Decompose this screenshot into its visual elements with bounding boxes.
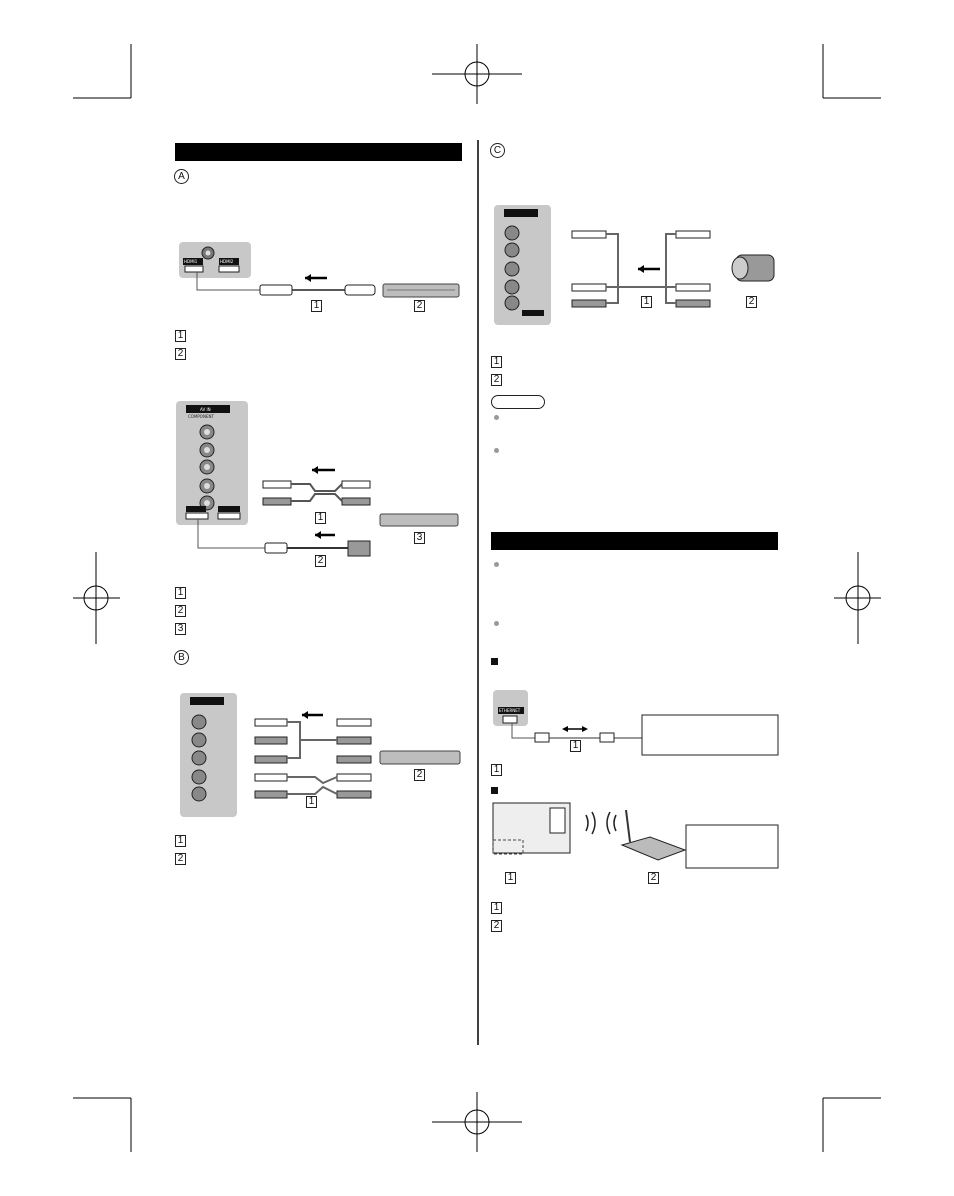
callout-wired-1: 1 [570, 740, 581, 752]
callout-a-1: 1 [311, 300, 322, 312]
wireless-section-marker [491, 787, 498, 794]
callout-wireless-1: 1 [505, 872, 516, 884]
legend-b-1: 1 [175, 835, 186, 847]
diagram-camcorder-connection [494, 205, 775, 325]
callout-a2-3: 3 [414, 532, 425, 544]
callout-a2-2: 2 [315, 555, 326, 567]
legend-wireless-2: 2 [491, 920, 502, 932]
section-header-bar-right [491, 532, 778, 550]
diagram-wired-network: ETHERNET [493, 690, 779, 756]
av-in-label: AV IN [200, 407, 211, 412]
section-marker-a: A [174, 169, 189, 184]
callout-b-1: 1 [306, 796, 317, 808]
diagram-hdmi-connection: HDMI1 HDMI2 [179, 242, 460, 298]
network-bullet-2 [494, 621, 499, 626]
legend-c-1: 1 [491, 356, 502, 368]
diagram-component-connection [180, 693, 461, 817]
diagram-dvi-connection: AV IN COMPONENT [176, 401, 459, 557]
legend-a2-2: 2 [175, 605, 186, 617]
section-header-bar-left [175, 143, 462, 161]
legend-c-2: 2 [491, 374, 502, 386]
callout-c-1: 1 [641, 296, 652, 308]
component-label: COMPONENT [188, 414, 214, 419]
legend-a2-3: 3 [175, 623, 186, 635]
ethernet-label: ETHERNET [499, 708, 521, 713]
legend-wireless-1: 1 [491, 902, 502, 914]
callout-b-2: 2 [414, 769, 425, 781]
section-marker-b: B [174, 650, 189, 665]
section-marker-c: C [490, 143, 505, 158]
hdmi2-label: HDMI2 [220, 259, 234, 264]
callout-a-2: 2 [414, 300, 425, 312]
hdmi1-label: HDMI1 [184, 259, 198, 264]
callout-c-2: 2 [746, 296, 757, 308]
callout-a2-1: 1 [315, 512, 326, 524]
wired-section-marker [491, 658, 498, 665]
legend-a2-1: 1 [175, 587, 186, 599]
note-bullet-2 [494, 448, 499, 453]
note-pill [491, 395, 545, 409]
network-bullet-1 [494, 562, 499, 567]
note-bullet-1 [494, 415, 499, 420]
legend-a-2: 2 [175, 348, 186, 360]
legend-b-2: 2 [175, 853, 186, 865]
diagram-wireless-network [492, 802, 779, 869]
callout-wireless-2: 2 [648, 872, 659, 884]
legend-wired-1: 1 [491, 764, 502, 776]
legend-a-1: 1 [175, 330, 186, 342]
